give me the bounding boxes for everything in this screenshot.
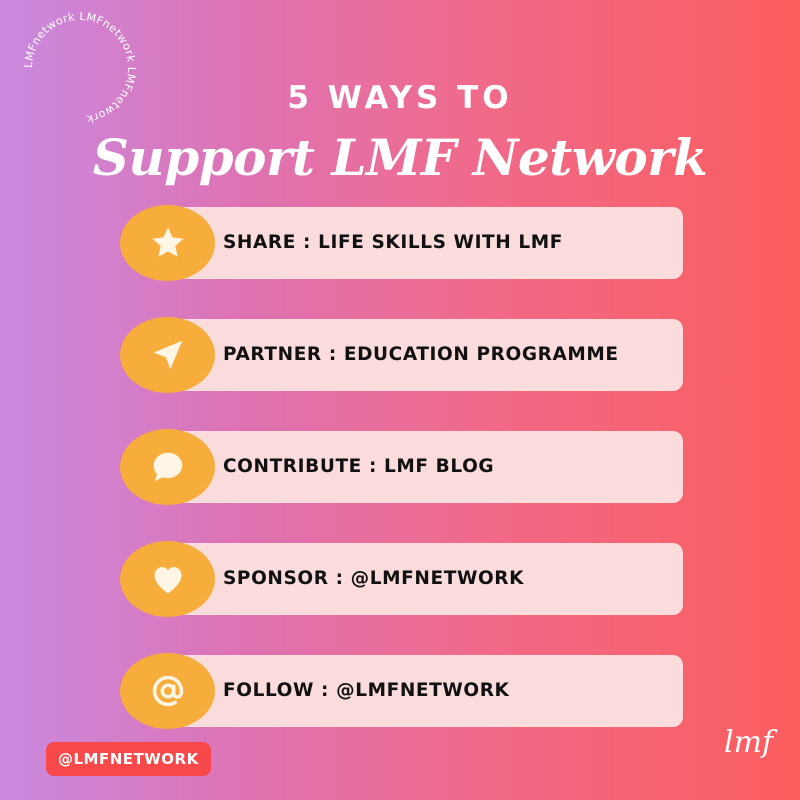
item-label: SHARE : LIFE SKILLS WITH LMF [223, 232, 564, 253]
list-item-share: SHARE : LIFE SKILLS WITH LMF [120, 205, 683, 281]
item-label: FOLLOW : @LMFNETWORK [223, 680, 510, 701]
circular-brand-text: LMFnetwork LMFnetwork LMFnetwork [22, 10, 138, 126]
item-label: SPONSOR : @LMFNETWORK [223, 568, 525, 589]
item-label: CONTRIBUTE : LMF BLOG [223, 456, 495, 477]
item-card [156, 543, 683, 615]
item-card [156, 431, 683, 503]
lmf-logo: lmf [724, 725, 778, 760]
at-sign-icon [152, 675, 183, 707]
item-badge [120, 653, 215, 729]
item-badge [120, 541, 215, 617]
item-card [156, 207, 683, 279]
list-item-follow: FOLLOW : @LMFNETWORK [120, 653, 683, 729]
navigation-arrow-icon [153, 340, 182, 370]
list-item-sponsor: SPONSOR : @LMFNETWORK [120, 541, 683, 617]
item-label: PARTNER : EDUCATION PROGRAMME [223, 344, 619, 365]
item-card [156, 655, 683, 727]
svg-text:lmf: lmf [724, 725, 778, 760]
speech-bubble-icon [153, 452, 182, 482]
item-badge [120, 205, 215, 281]
subtitle-kicker: 5 WAYS TO [287, 80, 513, 116]
page-title: Support LMF Network [92, 128, 708, 187]
item-badge [120, 429, 215, 505]
star-icon [151, 227, 184, 257]
social-handle-badge: @LMFNETWORK [46, 742, 211, 776]
heart-icon [154, 567, 181, 594]
item-badge [120, 317, 215, 393]
list-item-partner: PARTNER : EDUCATION PROGRAMME [120, 317, 683, 393]
list-item-contribute: CONTRIBUTE : LMF BLOG [120, 429, 683, 505]
item-card [156, 319, 683, 391]
